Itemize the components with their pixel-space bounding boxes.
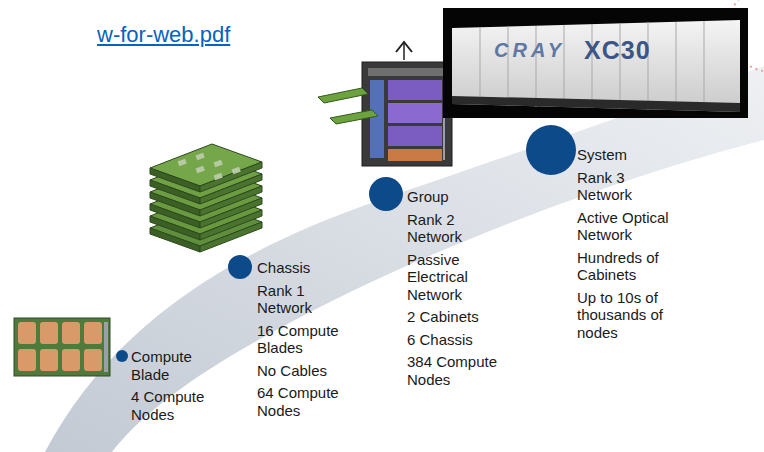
stage-detail: Active Optical Network — [577, 209, 677, 244]
stage-text-column: SystemRank 3 NetworkActive Optical Netwo… — [577, 146, 677, 346]
stage-dot — [116, 350, 128, 362]
stage-dot-fill — [526, 125, 576, 175]
stage-detail: 64 Compute Nodes — [257, 384, 343, 419]
chassis-picture — [150, 144, 262, 252]
system-photo — [443, 8, 748, 118]
stage-heading: Chassis — [257, 259, 343, 277]
stage-dot — [526, 125, 576, 175]
stage-detail: Up to 10s of thousands of nodes — [577, 289, 677, 342]
stage-text-column: GroupRank 2 NetworkPassive Electrical Ne… — [407, 188, 503, 393]
stage-heading: Group — [407, 188, 503, 206]
stage-detail: Rank 2 Network — [407, 211, 503, 246]
stage-heading: Compute Blade — [131, 348, 209, 383]
stage-dot-fill — [116, 350, 128, 362]
cabinet-picture — [318, 42, 452, 166]
model-text: XC30 — [584, 36, 651, 64]
blade-picture — [14, 318, 110, 376]
stage-detail: Rank 3 Network — [577, 169, 677, 204]
stage-text-column: Compute Blade 4 Compute Nodes — [131, 348, 209, 428]
brand-text: CRAY — [494, 38, 565, 62]
stage-detail: Passive Electrical Network — [407, 251, 503, 304]
stage-detail: No Cables — [257, 362, 343, 380]
stage-detail: 384 Compute Nodes — [407, 353, 503, 388]
stage-dot-fill — [228, 255, 252, 279]
stage-dot-fill — [369, 177, 403, 211]
stage-detail: Rank 1 Network — [257, 282, 343, 317]
stage-text-column: ChassisRank 1 Network 16 Compute BladesNo… — [257, 259, 343, 424]
stage-detail: 16 Compute Blades — [257, 322, 343, 357]
stage-node: SystemRank 3 NetworkActive Optical Netwo… — [526, 125, 677, 346]
stage-node: Compute Blade 4 Compute Nodes — [116, 348, 209, 428]
stage-dot — [369, 177, 403, 211]
stage-detail: Hundreds of Cabinets — [577, 249, 677, 284]
stage-dot — [228, 255, 252, 279]
stage-detail: 4 Compute Nodes — [131, 388, 209, 423]
stage-detail: 2 Cabinets — [407, 308, 503, 326]
stage-detail: 6 Chassis — [407, 331, 503, 349]
stage-node: GroupRank 2 NetworkPassive Electrical Ne… — [369, 177, 503, 393]
stage-node: ChassisRank 1 Network 16 Compute BladesNo… — [228, 255, 343, 424]
source-link: w-for-web.pdf — [97, 22, 230, 48]
stage-heading: System — [577, 146, 677, 164]
